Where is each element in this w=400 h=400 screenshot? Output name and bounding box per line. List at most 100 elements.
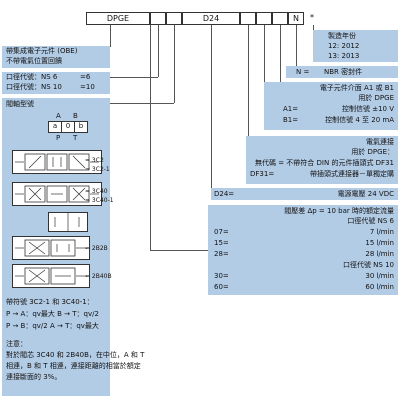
code-box-5 bbox=[240, 12, 256, 25]
size-row-1-value: =6 bbox=[80, 73, 91, 81]
obe-panel bbox=[2, 46, 110, 68]
spool-label-b: b bbox=[78, 122, 84, 130]
spool-code-3c2: = 3C2 bbox=[85, 157, 104, 164]
code-separator: * bbox=[306, 12, 318, 25]
connection-df31-label: DF31= bbox=[250, 170, 275, 178]
spool-code-2b2b: = 2B2B bbox=[85, 245, 108, 252]
spool-symbol-3c40-svg bbox=[15, 185, 99, 203]
year-line-2: 13: 2013 bbox=[328, 52, 360, 60]
size-panel bbox=[2, 72, 110, 94]
flow-ns6-code-1: 15= bbox=[214, 239, 229, 247]
spool-label-0: 0 bbox=[65, 122, 71, 130]
connector-size-h bbox=[110, 77, 158, 78]
year-panel bbox=[313, 30, 398, 62]
flow-ns10-value-1: 60 l/min bbox=[365, 283, 394, 291]
interface-b1-value: 控制信號 4 至 20 mA bbox=[325, 116, 394, 124]
voltage-value: 電源電壓 24 VDC bbox=[337, 190, 394, 198]
connector-flow-h bbox=[150, 250, 208, 251]
flow-ns6-value-0: 7 l/min bbox=[369, 228, 394, 236]
interface-panel bbox=[264, 82, 398, 130]
flow-ns6-code-2: 28= bbox=[214, 250, 229, 258]
flow-ns10-code-0: 30= bbox=[214, 272, 229, 280]
size-row-1-label: 口徑代號：NS 6 bbox=[6, 73, 58, 81]
flow-ns6-value-2: 28 l/min bbox=[365, 250, 394, 258]
seal-code: N = bbox=[296, 68, 310, 76]
connection-df31-value: 帶插頭式連接器－單獨定購 bbox=[310, 170, 394, 178]
attention-line-2: 相連，B 和 T 相連，連接距離的相當於額定 bbox=[6, 362, 141, 370]
code-box-model: DPGE bbox=[86, 12, 150, 25]
spool-port-b: B bbox=[73, 112, 78, 120]
spool-port-p: P bbox=[56, 134, 61, 142]
year-line-1: 12: 2012 bbox=[328, 42, 360, 50]
code-part-3: N bbox=[293, 14, 299, 23]
interface-a1-label: A1= bbox=[283, 105, 299, 113]
connector-obe bbox=[110, 25, 111, 47]
connector-interface bbox=[264, 25, 265, 113]
attention-title: 注意： bbox=[6, 340, 27, 348]
size-row-2-value: =10 bbox=[80, 83, 95, 91]
code-box-3 bbox=[166, 12, 182, 25]
flow-ns10-title: 口徑代號 NS 10 bbox=[342, 261, 394, 269]
attention-line-3: 連接斷面的 3%。 bbox=[6, 373, 62, 381]
interface-line-2: 用於 DPGE bbox=[358, 94, 394, 102]
spool-code-3c40: = 3C40 bbox=[85, 188, 108, 195]
connector-flow bbox=[150, 25, 151, 250]
size-row-2-label: 口徑代號：NS 10 bbox=[6, 83, 62, 91]
connection-panel bbox=[246, 136, 398, 184]
obe-line-2: 不帶電氣位置回饋 bbox=[6, 57, 62, 65]
spool-symbol-2b40b-svg bbox=[15, 267, 87, 285]
flow-ns10-code-1: 60= bbox=[214, 283, 229, 291]
spool-title: 閥軸型號 bbox=[6, 100, 34, 108]
spool-symbol-small-1-svg bbox=[54, 213, 80, 231]
spool-note-1: 帶符號 3C2-1 和 3C40-1： bbox=[6, 298, 94, 306]
interface-a1-value: 控制信號 ±10 V bbox=[341, 105, 394, 113]
code-box-voltage: D24 bbox=[182, 12, 240, 25]
interface-line-1: 電子元件介面 A1 或 B1 bbox=[319, 84, 394, 92]
code-box-seal: N bbox=[288, 12, 304, 25]
connector-spool bbox=[174, 25, 175, 103]
spool-symbol-3c2 bbox=[12, 150, 102, 174]
connector-spool-h bbox=[110, 103, 174, 104]
spool-symbol-2b2b-svg bbox=[15, 239, 87, 257]
spool-symbol-3c2-svg bbox=[15, 153, 99, 171]
spool-port-t: T bbox=[73, 134, 78, 142]
code-part-1: DPGE bbox=[106, 14, 130, 23]
spool-note-2: P → A：qv最大 B → T：qv/2 bbox=[6, 310, 99, 318]
connector-size bbox=[158, 25, 159, 77]
connector-seal bbox=[296, 25, 297, 72]
obe-line-1: 帶集成電子元件 (OBE) bbox=[6, 47, 78, 55]
code-box-6 bbox=[256, 12, 272, 25]
spool-symbol-small-1 bbox=[48, 212, 88, 232]
connector-voltage bbox=[211, 25, 212, 193]
code-box-2 bbox=[150, 12, 166, 25]
spool-symbol-3c40 bbox=[12, 182, 102, 206]
flow-ns6-title: 口徑代號 NS 6 bbox=[347, 217, 394, 225]
interface-b1-label: B1= bbox=[283, 116, 299, 124]
spool-code-3c40-1: = 3C40-1 bbox=[85, 197, 114, 204]
code-part-2: D24 bbox=[202, 14, 220, 23]
attention-line-1: 對於閥芯 3C40 和 2B40B，在中位，A 和 T bbox=[6, 351, 145, 359]
spool-code-2b40b: = 2B40B bbox=[85, 273, 112, 280]
flow-panel bbox=[208, 205, 398, 295]
spool-port-a: A bbox=[56, 112, 61, 120]
code-part-4: * bbox=[310, 13, 314, 22]
spool-cell-a: a bbox=[48, 121, 62, 133]
spool-symbol-2b2b bbox=[12, 236, 90, 260]
spool-cell-b: b bbox=[74, 121, 88, 133]
year-title: 製造年份 bbox=[328, 32, 356, 40]
spool-label-a: a bbox=[52, 122, 58, 130]
spool-cell-0: 0 bbox=[61, 121, 75, 133]
flow-ns6-value-1: 15 l/min bbox=[365, 239, 394, 247]
spool-code-3c2-1: = 3C2-1 bbox=[85, 166, 110, 173]
connection-line-2: 用於 DPGE： bbox=[351, 148, 394, 156]
connection-line-3: 無代碼 = 不帶符合 DIN 的元件插頭式 DF31 bbox=[254, 159, 394, 167]
connection-line-1: 電氣連接 bbox=[366, 138, 394, 146]
flow-ns10-value-0: 30 l/min bbox=[365, 272, 394, 280]
seal-desc: NBR 密封件 bbox=[324, 68, 363, 76]
spool-note-3: P → B：qv/2 A → T：qv最大 bbox=[6, 322, 99, 330]
flow-title: 閥壓差 Δp = 10 bar 時的額定流量 bbox=[284, 207, 394, 215]
spool-symbol-2b40b bbox=[12, 264, 90, 288]
seal-panel bbox=[286, 66, 398, 78]
code-box-7 bbox=[272, 12, 288, 25]
voltage-panel bbox=[211, 188, 398, 200]
